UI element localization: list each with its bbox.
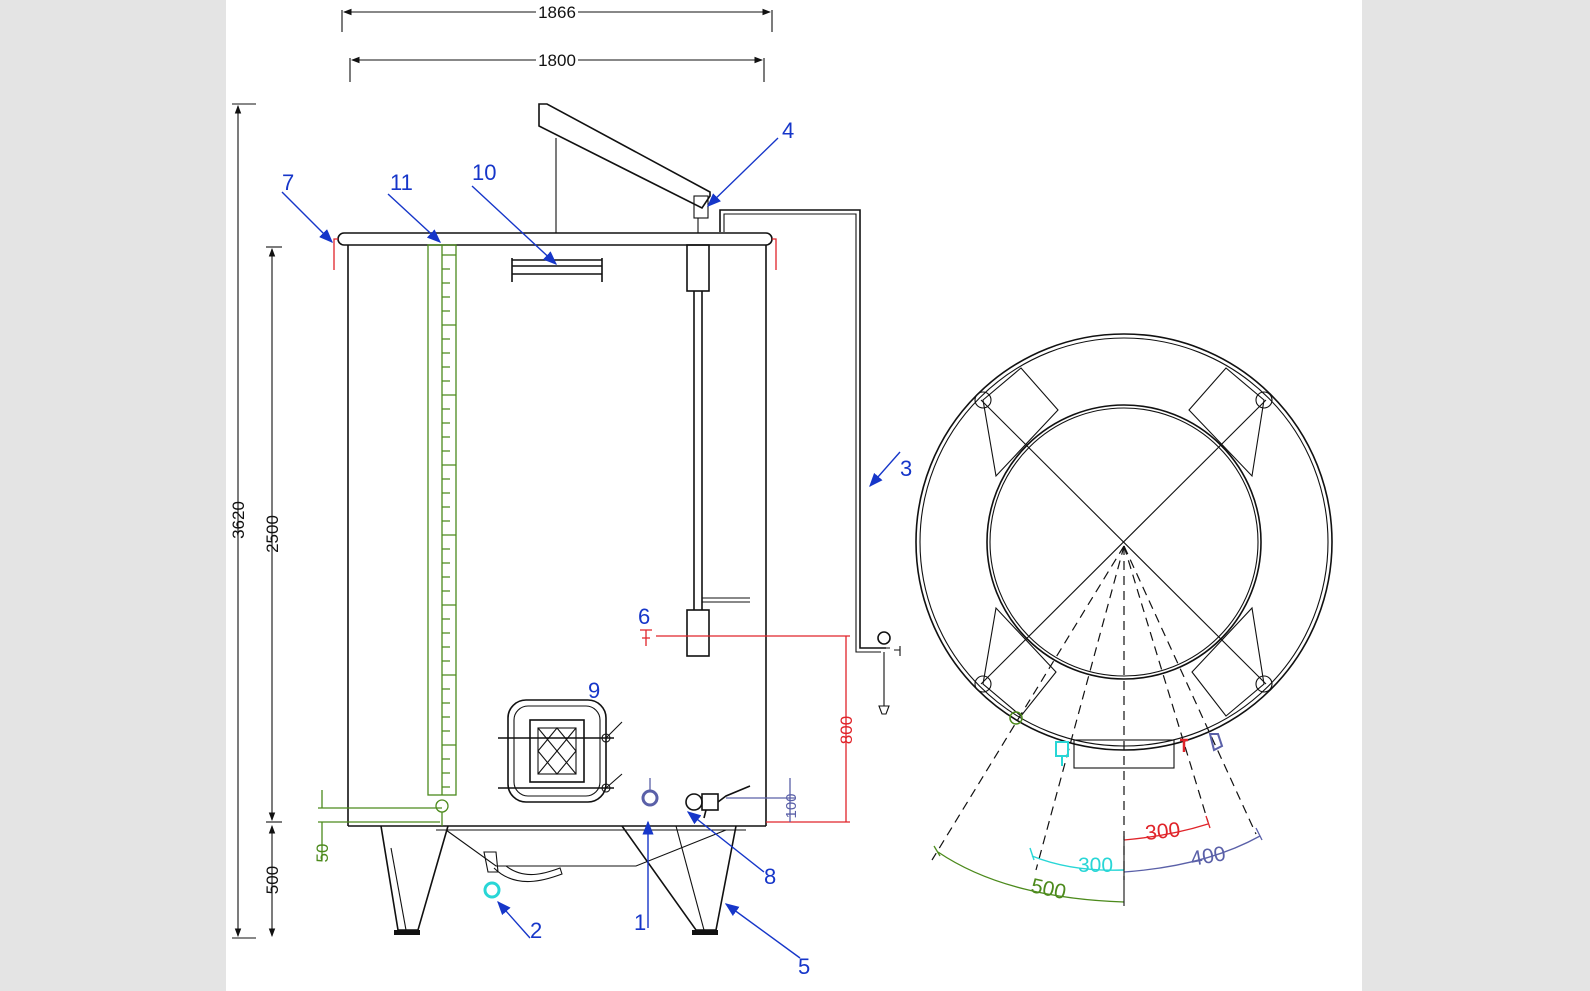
callout-7: 7 [282, 170, 294, 195]
callout-5: 5 [798, 954, 810, 979]
callout-leaders [281, 137, 901, 959]
callout-10: 10 [472, 160, 496, 185]
callout-11: 11 [390, 170, 413, 195]
callout-3: 3 [900, 456, 912, 481]
dimension-lines [232, 8, 773, 939]
legs [380, 825, 737, 935]
outlet-valve [685, 785, 751, 819]
sample-tap-icon [640, 629, 652, 646]
gussets [974, 367, 1273, 717]
dim-overall-width: 1866 [538, 3, 576, 22]
pressure-gauge-icon [877, 631, 891, 645]
callout-9: 9 [588, 678, 600, 703]
dim-tank-width: 1800 [538, 51, 576, 70]
top-rim [337, 232, 773, 246]
external-pipe [719, 209, 886, 649]
dim-total-height: 3620 [229, 501, 248, 539]
plan-view: 500 300 300 400 [915, 333, 1333, 906]
level-gauge [427, 244, 457, 826]
manway [498, 699, 623, 803]
callout-8: 8 [764, 864, 776, 889]
sight-glass [511, 258, 603, 282]
dim-outlet-height: 100 [783, 793, 800, 818]
arc-label-cyan: 300 [1078, 854, 1113, 877]
callout-6: 6 [638, 604, 650, 629]
dim-gauge-offset: 50 [313, 844, 332, 863]
dim-sample-tap-height: 800 [837, 716, 856, 744]
agitator [538, 103, 750, 657]
elevation-view: 1866 1800 3620 2500 500 50 800 100 1 2 3… [229, 2, 912, 979]
arc-label-green: 500 [1029, 874, 1068, 904]
drain-valve-icon [483, 881, 501, 899]
racking-valve-icon [641, 789, 659, 807]
callout-2: 2 [530, 918, 542, 943]
arc-label-slate: 400 [1189, 842, 1228, 871]
tank-technical-drawing: 1866 1800 3620 2500 500 50 800 100 1 2 3… [229, 2, 1333, 979]
arc-label-red: 300 [1144, 818, 1181, 845]
drawing-sheet: 1866 1800 3620 2500 500 50 800 100 1 2 3… [226, 0, 1362, 991]
dim-leg-height: 500 [263, 866, 282, 894]
conical-bottom [445, 829, 727, 867]
dim-shell-height: 2500 [263, 515, 282, 553]
callout-4: 4 [782, 118, 794, 143]
callout-1: 1 [634, 910, 646, 935]
